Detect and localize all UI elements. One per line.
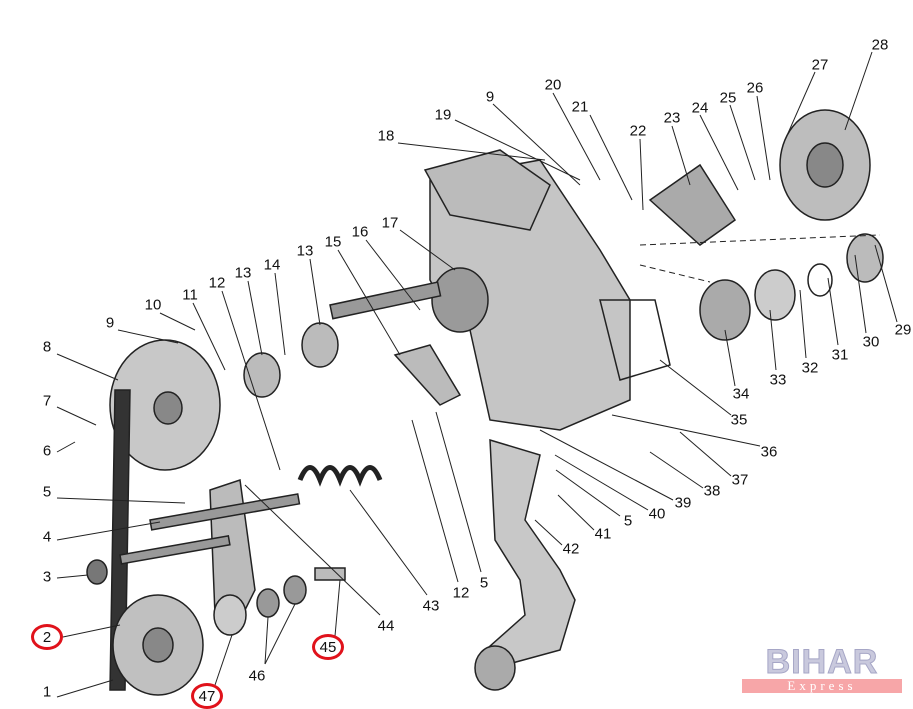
watermark-logo: BIHAR Express [742, 645, 902, 695]
part-label-11: 11 [182, 286, 198, 304]
leader-lines [56, 51, 898, 698]
part-label-4: 4 [42, 528, 52, 546]
part-label-19: 19 [434, 106, 452, 124]
watermark-subtitle: Express [742, 679, 902, 693]
part-label-41: 41 [594, 525, 612, 543]
part-label-5: 5 [479, 574, 489, 592]
part-label-39: 39 [674, 494, 692, 512]
part-label-21: 21 [571, 98, 589, 116]
part-label-42: 42 [562, 540, 580, 558]
part-label-29: 29 [894, 321, 912, 339]
part-label-36: 36 [760, 443, 778, 461]
gasket-35 [599, 299, 671, 381]
shaft [329, 281, 442, 320]
part-label-5: 5 [623, 512, 633, 530]
part-label-43: 43 [422, 597, 440, 615]
part-label-28: 28 [871, 36, 889, 54]
part-label-38: 38 [703, 482, 721, 500]
part-label-26: 26 [746, 79, 764, 97]
part-label-17: 17 [381, 214, 399, 232]
part-label-15: 15 [324, 233, 342, 251]
part-label-23: 23 [663, 109, 681, 127]
part-label-5: 5 [42, 483, 52, 501]
part-label-10: 10 [144, 296, 162, 314]
part-label-1: 1 [42, 683, 52, 701]
seal-34 [699, 279, 751, 341]
part-label-22: 22 [629, 122, 647, 140]
part-label-47-highlighted: 47 [191, 683, 223, 709]
part-label-32: 32 [801, 359, 819, 377]
part-label-33: 33 [769, 371, 787, 389]
part-label-37: 37 [731, 471, 749, 489]
part-label-12: 12 [452, 584, 470, 602]
part-label-13: 13 [296, 242, 314, 260]
part-label-45-highlighted: 45 [312, 634, 344, 660]
part-label-20: 20 [544, 76, 562, 94]
part-label-44: 44 [377, 617, 395, 635]
part-label-25: 25 [719, 89, 737, 107]
part-label-40: 40 [648, 505, 666, 523]
part-label-24: 24 [691, 99, 709, 117]
part-label-35: 35 [730, 411, 748, 429]
part-label-14: 14 [263, 256, 281, 274]
part-label-34: 34 [732, 385, 750, 403]
part-label-7: 7 [42, 392, 52, 410]
part-label-9: 9 [485, 88, 495, 106]
part-label-27: 27 [811, 56, 829, 74]
spring-43 [297, 465, 383, 487]
part-label-8: 8 [42, 338, 52, 356]
part-label-12: 12 [208, 274, 226, 292]
part-label-3: 3 [42, 568, 52, 586]
pipe-42 [478, 438, 576, 666]
part-label-30: 30 [862, 333, 880, 351]
part-label-2-highlighted: 2 [31, 624, 63, 650]
part-label-18: 18 [377, 127, 395, 145]
part-label-46: 46 [248, 667, 266, 685]
part-label-31: 31 [831, 346, 849, 364]
part-label-9: 9 [105, 314, 115, 332]
impeller-23 [648, 163, 737, 246]
part-label-6: 6 [42, 442, 52, 460]
part-label-16: 16 [351, 223, 369, 241]
watermark-title: BIHAR [765, 643, 879, 681]
part-label-13: 13 [234, 264, 252, 282]
